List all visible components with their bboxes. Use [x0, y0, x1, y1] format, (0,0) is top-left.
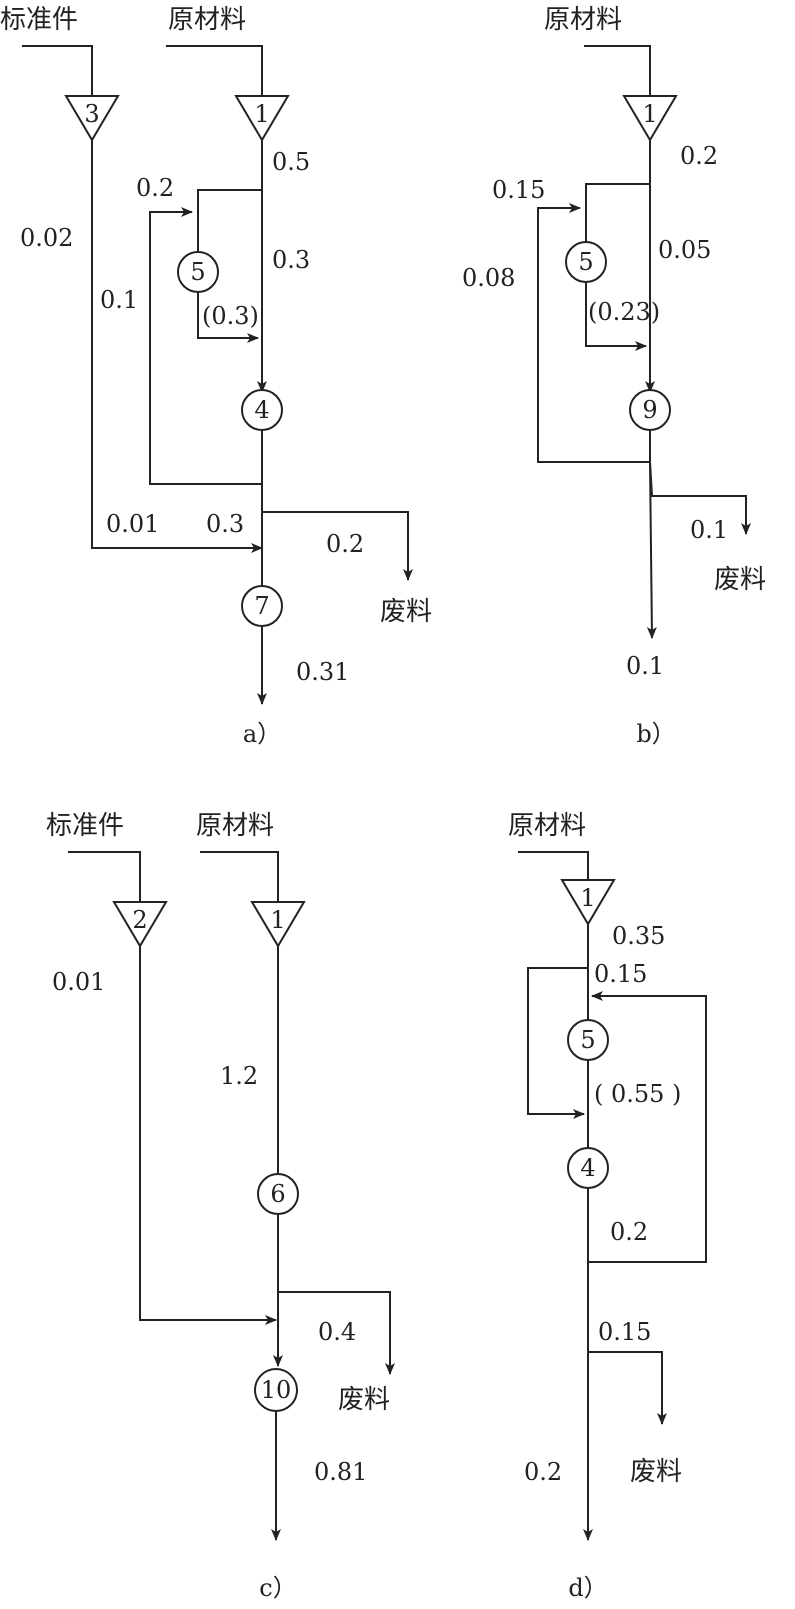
- b-node-9-label: 9: [642, 396, 657, 424]
- diagram-c: 2 1 6 10 标准件 原材料 0.01 1.2 0.4 废料 0.81 c）: [46, 811, 395, 1602]
- a-std-source-label: 标准件: [0, 5, 78, 35]
- d-caption: d）: [568, 1574, 607, 1602]
- a-waste-label: 废料: [380, 597, 432, 627]
- d-bypass-loop: [527, 967, 588, 1119]
- c-std-source-label: 标准件: [46, 811, 124, 841]
- b-value-p0-23: (0.23): [588, 298, 660, 326]
- d-value-0-2b: 0.2: [524, 1458, 562, 1486]
- c-std-triangle: [112, 901, 168, 948]
- b-branch-to-5: [585, 183, 650, 242]
- a-value-0-01: 0.01: [106, 510, 159, 538]
- a-branch-to-5: [197, 189, 262, 252]
- d-value-0-35: 0.35: [612, 922, 665, 950]
- d-raw-triangle: [560, 879, 616, 926]
- a-recycle-loop: [149, 207, 262, 485]
- d-value-p0-55: ( 0.55 ): [594, 1080, 681, 1108]
- a-node-5-label: 5: [190, 258, 205, 286]
- a-std-triangle: [64, 95, 120, 142]
- d-value-0-15b: 0.15: [598, 1318, 651, 1346]
- b-output-flow: [646, 461, 657, 639]
- b-value-0-08: 0.08: [462, 264, 515, 292]
- c-std-flow-line: [139, 946, 277, 1325]
- c-waste-branch: [278, 1291, 395, 1375]
- a-value-0-1: 0.1: [100, 286, 138, 314]
- a-std-input-line: [22, 45, 93, 96]
- b-value-0-1-waste: 0.1: [690, 516, 728, 544]
- a-node-7-label: 7: [254, 592, 269, 620]
- a-raw-input-line: [166, 45, 263, 96]
- d-raw-input-line: [518, 851, 589, 880]
- diagram-b: 1 5 9 原材料 0.2 0.15 0.05 0.08 (0.23) 0.1 …: [462, 5, 766, 748]
- a-caption: a）: [243, 720, 281, 748]
- d-recycle-loop: [588, 991, 707, 1263]
- d-value-0-15: 0.15: [594, 960, 647, 988]
- d-value-0-2: 0.2: [610, 1218, 648, 1246]
- d-raw-source-label: 原材料: [508, 811, 586, 841]
- b-recycle-loop: [537, 203, 650, 463]
- a-value-0-3b: 0.3: [206, 510, 244, 538]
- a-waste-branch: [262, 511, 413, 581]
- a-value-0-2: 0.2: [136, 174, 174, 202]
- a-value-0-31: 0.31: [296, 658, 349, 686]
- a-raw-source-label: 原材料: [168, 5, 246, 35]
- b-return-from-5: [585, 282, 647, 351]
- d-raw-triangle-label: 1: [580, 884, 595, 912]
- a-std-triangle-label: 3: [84, 100, 99, 128]
- a-value-p0-3: (0.3): [202, 302, 259, 330]
- b-caption: b）: [636, 720, 675, 748]
- c-node-6-label: 6: [270, 1180, 285, 1208]
- b-waste-label: 废料: [714, 565, 766, 595]
- a-value-0-02: 0.02: [20, 224, 73, 252]
- c-std-triangle-label: 2: [132, 906, 147, 934]
- a-std-flow-line: [91, 140, 263, 553]
- c-raw-source-label: 原材料: [196, 811, 274, 841]
- c-std-input-line: [68, 851, 141, 902]
- c-raw-triangle: [250, 901, 306, 948]
- a-node-4-label: 4: [254, 396, 269, 424]
- c-raw-triangle-label: 1: [270, 906, 285, 934]
- c-value-1-2: 1.2: [220, 1062, 258, 1090]
- b-value-0-15: 0.15: [492, 176, 545, 204]
- a-value-0-3: 0.3: [272, 246, 310, 274]
- diagram-d: 1 5 4 原材料 0.35 0.15 ( 0.55 ) 0.2 0.15 0.…: [508, 811, 707, 1602]
- b-value-0-2: 0.2: [680, 142, 718, 170]
- b-value-0-1-out: 0.1: [626, 652, 664, 680]
- c-raw-input-line: [200, 851, 279, 902]
- a-return-from-5: [197, 292, 259, 343]
- c-caption: c）: [259, 1574, 296, 1602]
- c-value-0-4: 0.4: [318, 1318, 356, 1346]
- c-value-0-01: 0.01: [52, 968, 105, 996]
- a-value-0-5: 0.5: [272, 148, 310, 176]
- a-raw-triangle-label: 1: [254, 100, 269, 128]
- d-node-5-label: 5: [580, 1026, 595, 1054]
- a-value-0-2b: 0.2: [326, 530, 364, 558]
- diagram-a: 3 1 5 4 7 标准件 原材料 0.5 0.2 0.3 (0.3) 0.0: [0, 5, 432, 748]
- c-waste-label: 废料: [338, 1385, 390, 1415]
- b-raw-triangle-label: 1: [642, 100, 657, 128]
- b-raw-source-label: 原材料: [544, 5, 622, 35]
- a-raw-triangle: [234, 95, 290, 142]
- b-value-0-05: 0.05: [658, 236, 711, 264]
- c-node-10-label: 10: [261, 1376, 292, 1404]
- d-waste-label: 废料: [630, 1457, 682, 1487]
- d-waste-branch: [588, 1351, 667, 1425]
- b-node-5-label: 5: [578, 248, 593, 276]
- b-raw-input-line: [584, 45, 651, 96]
- d-node-4-label: 4: [580, 1154, 595, 1182]
- b-raw-triangle: [622, 95, 678, 142]
- c-value-0-81: 0.81: [314, 1458, 367, 1486]
